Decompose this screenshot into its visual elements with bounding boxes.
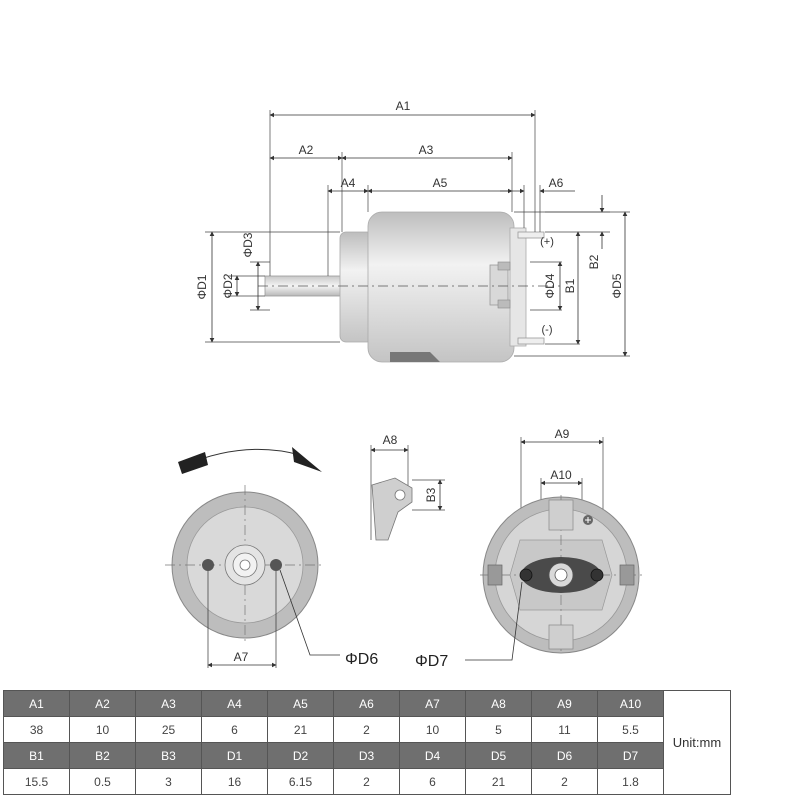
table-header-cell: A3 xyxy=(135,690,202,717)
table-header-cell: A6 xyxy=(333,690,400,717)
label-d3: ΦD3 xyxy=(241,232,255,257)
table-header-cell: D2 xyxy=(267,742,334,769)
table-header-cell: D7 xyxy=(597,742,664,769)
table-value-cell: 1.8 xyxy=(597,768,664,795)
brush-hole-left xyxy=(519,568,533,582)
label-a2: A2 xyxy=(299,143,314,157)
terminal-detail: A8 B3 xyxy=(370,433,445,541)
table-value-cell: 3 xyxy=(135,768,202,795)
rear-view: A9 A10 ΦD7 xyxy=(415,427,642,670)
table-value-cell: 6 xyxy=(399,768,466,795)
label-d4: ΦD4 xyxy=(543,273,557,298)
table-value-cell: 0.5 xyxy=(69,768,136,795)
table-value-cell: 2 xyxy=(333,716,400,743)
table-value-cell: 25 xyxy=(135,716,202,743)
table-row: A1 A2 A3 A4 A5 A6 A7 A8 A9 A10 Unit:mm xyxy=(3,690,731,795)
table-value-cell: 2 xyxy=(333,768,400,795)
label-a7: A7 xyxy=(234,650,249,664)
table-value-cell: 6 xyxy=(201,716,268,743)
motor-drawing: A1 A2 A3 A4 A5 A6 ΦD1 ΦD2 ΦD3 ΦD4 B1 B2 … xyxy=(165,99,642,670)
table-header-cell: A5 xyxy=(267,690,334,717)
label-a9: A9 xyxy=(555,427,570,441)
table-header-cell: D5 xyxy=(465,742,532,769)
table-header-cell: A10 xyxy=(597,690,664,717)
can-bottom-band xyxy=(390,352,440,362)
label-terminal-negative: (-) xyxy=(542,324,553,336)
table-header-cell: A4 xyxy=(201,690,268,717)
table-value-cell: 38 xyxy=(3,716,70,743)
side-view: A1 A2 A3 A4 A5 A6 ΦD1 ΦD2 ΦD3 ΦD4 B1 B2 … xyxy=(195,99,630,363)
table-value-cell: 6.15 xyxy=(267,768,334,795)
label-a1: A1 xyxy=(396,99,411,113)
table-value-cell: 10 xyxy=(69,716,136,743)
label-b1: B1 xyxy=(563,278,577,293)
table-header-cell: B1 xyxy=(3,742,70,769)
spec-table: A1 A2 A3 A4 A5 A6 A7 A8 A9 A10 Unit:mm 3… xyxy=(3,690,731,795)
table-header-cell: D4 xyxy=(399,742,466,769)
unit-label: Unit:mm xyxy=(663,690,731,795)
table-header-cell: B3 xyxy=(135,742,202,769)
terminal-negative xyxy=(517,337,545,345)
label-b2: B2 xyxy=(587,254,601,269)
label-d2: ΦD2 xyxy=(221,273,235,298)
table-value-cell: 16 xyxy=(201,768,268,795)
label-d1: ΦD1 xyxy=(195,274,209,299)
table-value-cell: 15.5 xyxy=(3,768,70,795)
table-value-cell: 21 xyxy=(267,716,334,743)
table-row: 38 10 25 6 21 2 10 5 11 5.5 xyxy=(3,716,731,743)
table-value-cell: 10 xyxy=(399,716,466,743)
label-a5: A5 xyxy=(433,176,448,190)
table-header-cell: A7 xyxy=(399,690,466,717)
label-a8: A8 xyxy=(383,433,398,447)
label-d5: ΦD5 xyxy=(610,273,624,298)
label-a3: A3 xyxy=(419,143,434,157)
table-header-cell: A1 xyxy=(3,690,70,717)
table-header-cell: A9 xyxy=(531,690,598,717)
table-header-cell: A8 xyxy=(465,690,532,717)
label-d7: ΦD7 xyxy=(415,653,448,670)
table-header-cell: D6 xyxy=(531,742,598,769)
label-a6: A6 xyxy=(549,176,564,190)
label-d6: ΦD6 xyxy=(345,651,378,668)
table-value-cell: 2 xyxy=(531,768,598,795)
table-value-cell: 11 xyxy=(531,716,598,743)
brush-holder xyxy=(489,264,509,306)
table-header-cell: D1 xyxy=(201,742,268,769)
table-header-cell: B2 xyxy=(69,742,136,769)
label-a4: A4 xyxy=(341,176,356,190)
table-value-cell: 5.5 xyxy=(597,716,664,743)
table-header-cell: D3 xyxy=(333,742,400,769)
label-terminal-positive: (+) xyxy=(540,236,554,248)
end-cap xyxy=(509,227,527,347)
table-row: B1 B2 B3 D1 D2 D3 D4 D5 D6 D7 xyxy=(3,742,731,769)
front-view: A7 ΦD6 xyxy=(165,447,378,668)
label-a10: A10 xyxy=(550,468,572,482)
table-value-cell: 21 xyxy=(465,768,532,795)
mount-hole-left xyxy=(202,559,214,571)
brush-hole-right xyxy=(590,568,604,582)
mount-hole-right xyxy=(270,559,282,571)
terminal-tab xyxy=(371,477,413,541)
table-header-cell: A2 xyxy=(69,690,136,717)
terminal-positive xyxy=(517,231,545,239)
table-row: 15.5 0.5 3 16 6.15 2 6 21 2 1.8 xyxy=(3,768,731,795)
label-b3: B3 xyxy=(424,487,438,502)
table-value-cell: 5 xyxy=(465,716,532,743)
